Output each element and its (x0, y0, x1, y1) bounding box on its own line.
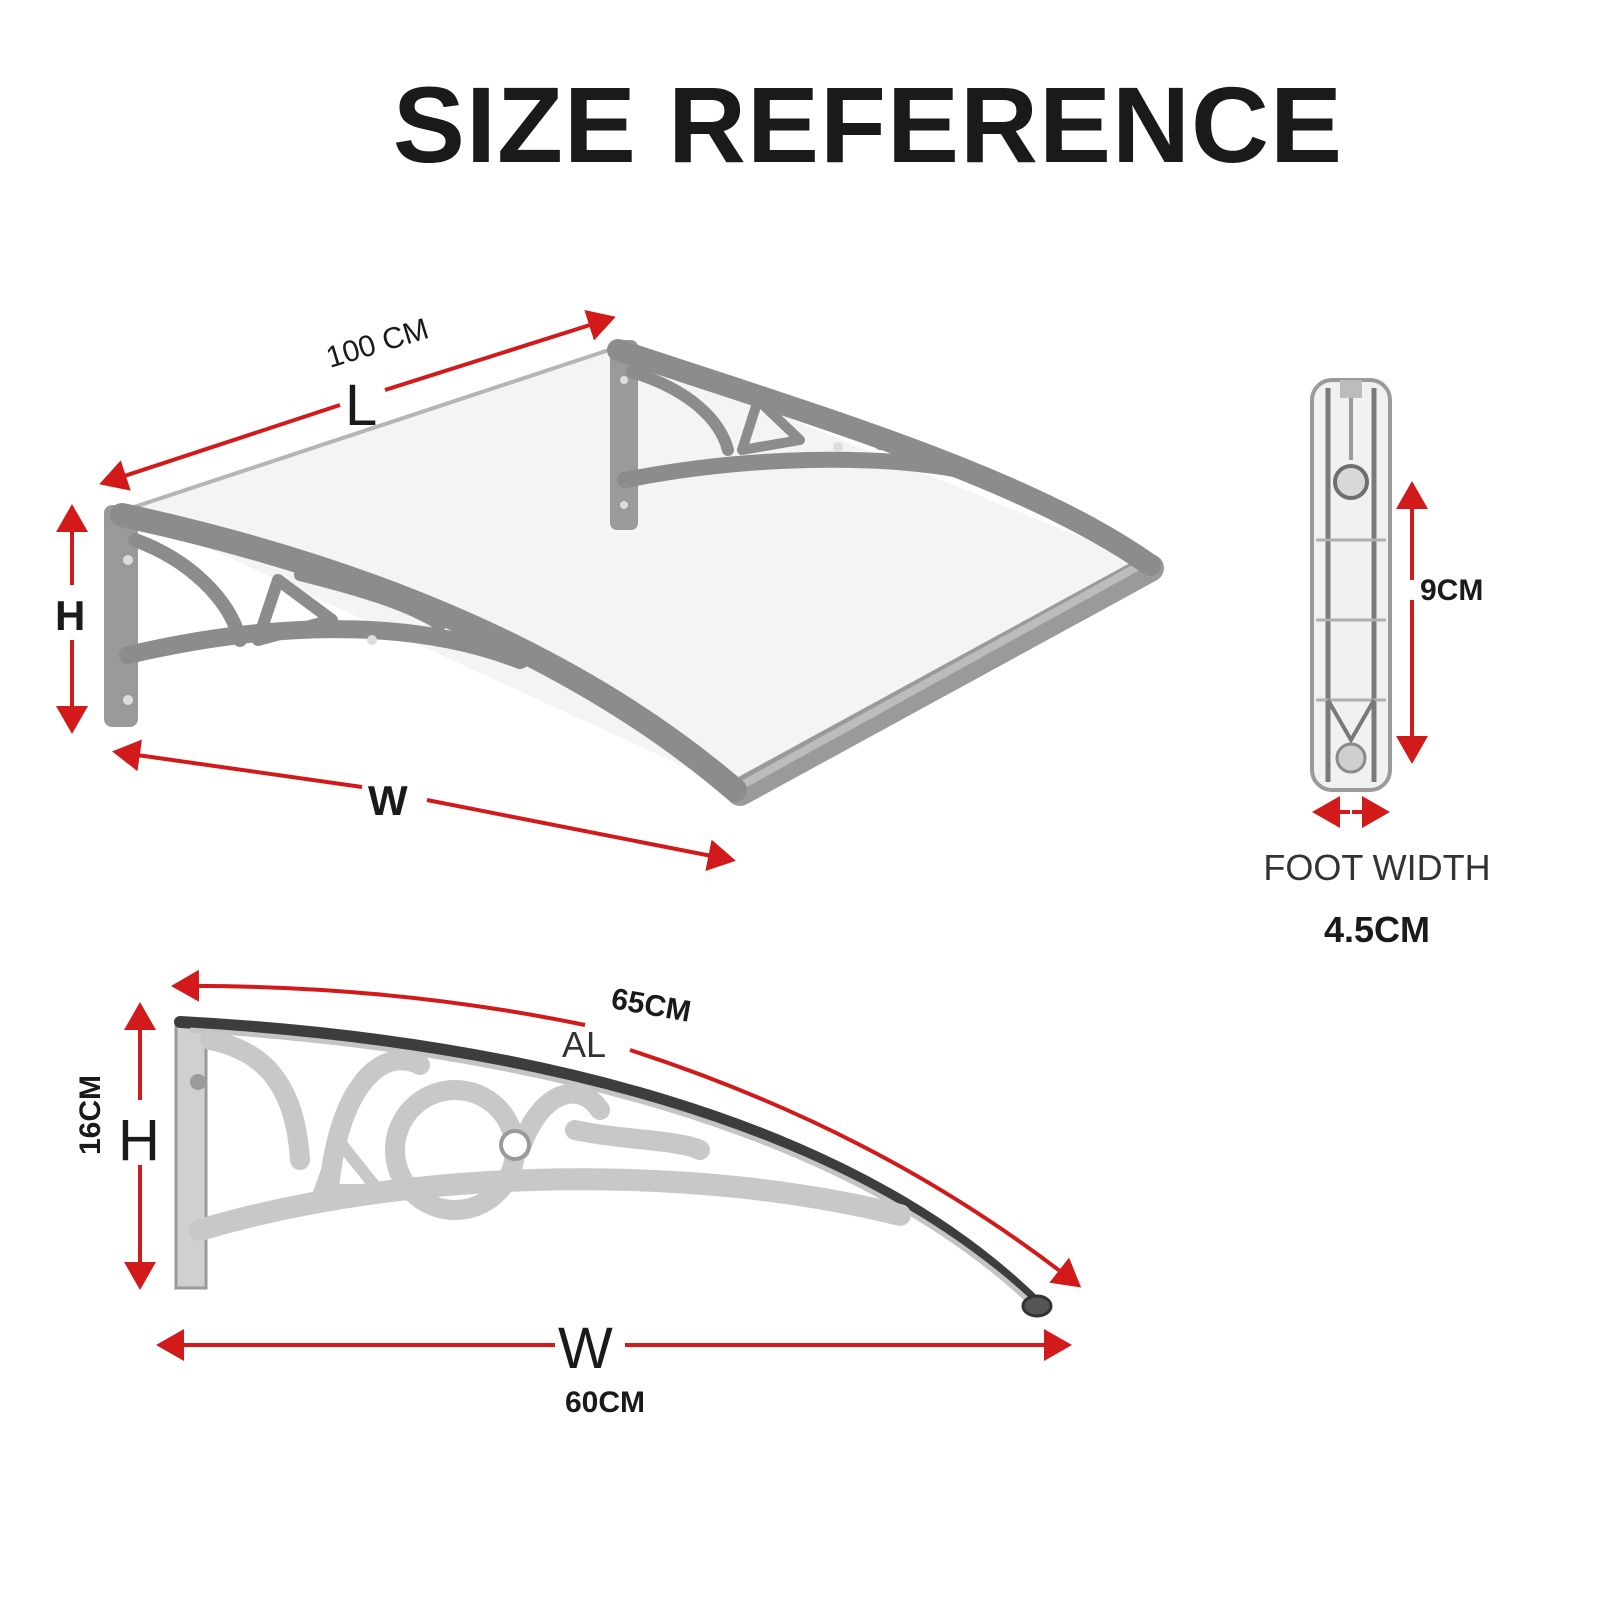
bracket-dimensions (124, 969, 1082, 1361)
foot-dimensions (1312, 481, 1428, 828)
bracket-width-value: 60CM (565, 1386, 645, 1419)
length-arrow-right (384, 310, 616, 392)
bracket-height-value: 16CM (74, 1075, 107, 1155)
bracket-drawing (174, 1016, 1053, 1318)
length-letter-label: L (345, 373, 377, 438)
bracket-end-cap (1021, 1294, 1053, 1318)
canopy-panel (125, 348, 1150, 790)
bracket-top-rail (174, 1016, 1044, 1311)
foot-bottom-hole (1335, 742, 1367, 774)
bracket-height-letter: H (118, 1108, 160, 1173)
width-arrow-left (112, 739, 363, 789)
bracket-lower-rail (189, 1168, 911, 1241)
canopy-left-bracket (104, 503, 747, 802)
bracket-hole (499, 1129, 531, 1161)
canopy-back-edge (124, 346, 616, 512)
height-letter-label: H (55, 592, 85, 639)
arc-arrow-left (171, 969, 586, 1027)
page-title: SIZE REFERENCE (392, 64, 1344, 185)
foot-width-caption: FOOT WIDTH (1263, 847, 1490, 888)
foot-width-value: 4.5CM (1324, 909, 1430, 950)
canopy-front-tube (726, 554, 1164, 806)
material-label: AL (562, 1024, 606, 1065)
length-value-label: 100 CM (322, 312, 432, 374)
canopy-drawing (104, 339, 1164, 806)
foot-height-label: 9CM (1420, 574, 1483, 607)
foot-plate (1310, 378, 1392, 792)
bracket-width-letter: W (558, 1316, 613, 1381)
length-arrow-left (99, 403, 341, 491)
arc-value-label: 65CM (609, 982, 694, 1028)
arc-arrow-right (629, 1048, 1082, 1288)
canopy-right-bracket (607, 339, 1161, 576)
width-arrow-right (426, 798, 736, 872)
canopy-dimensions (56, 310, 736, 872)
bracket-wall-plate (174, 1018, 208, 1290)
foot-top-hole (1333, 464, 1369, 500)
width-letter-label: W (368, 777, 408, 824)
